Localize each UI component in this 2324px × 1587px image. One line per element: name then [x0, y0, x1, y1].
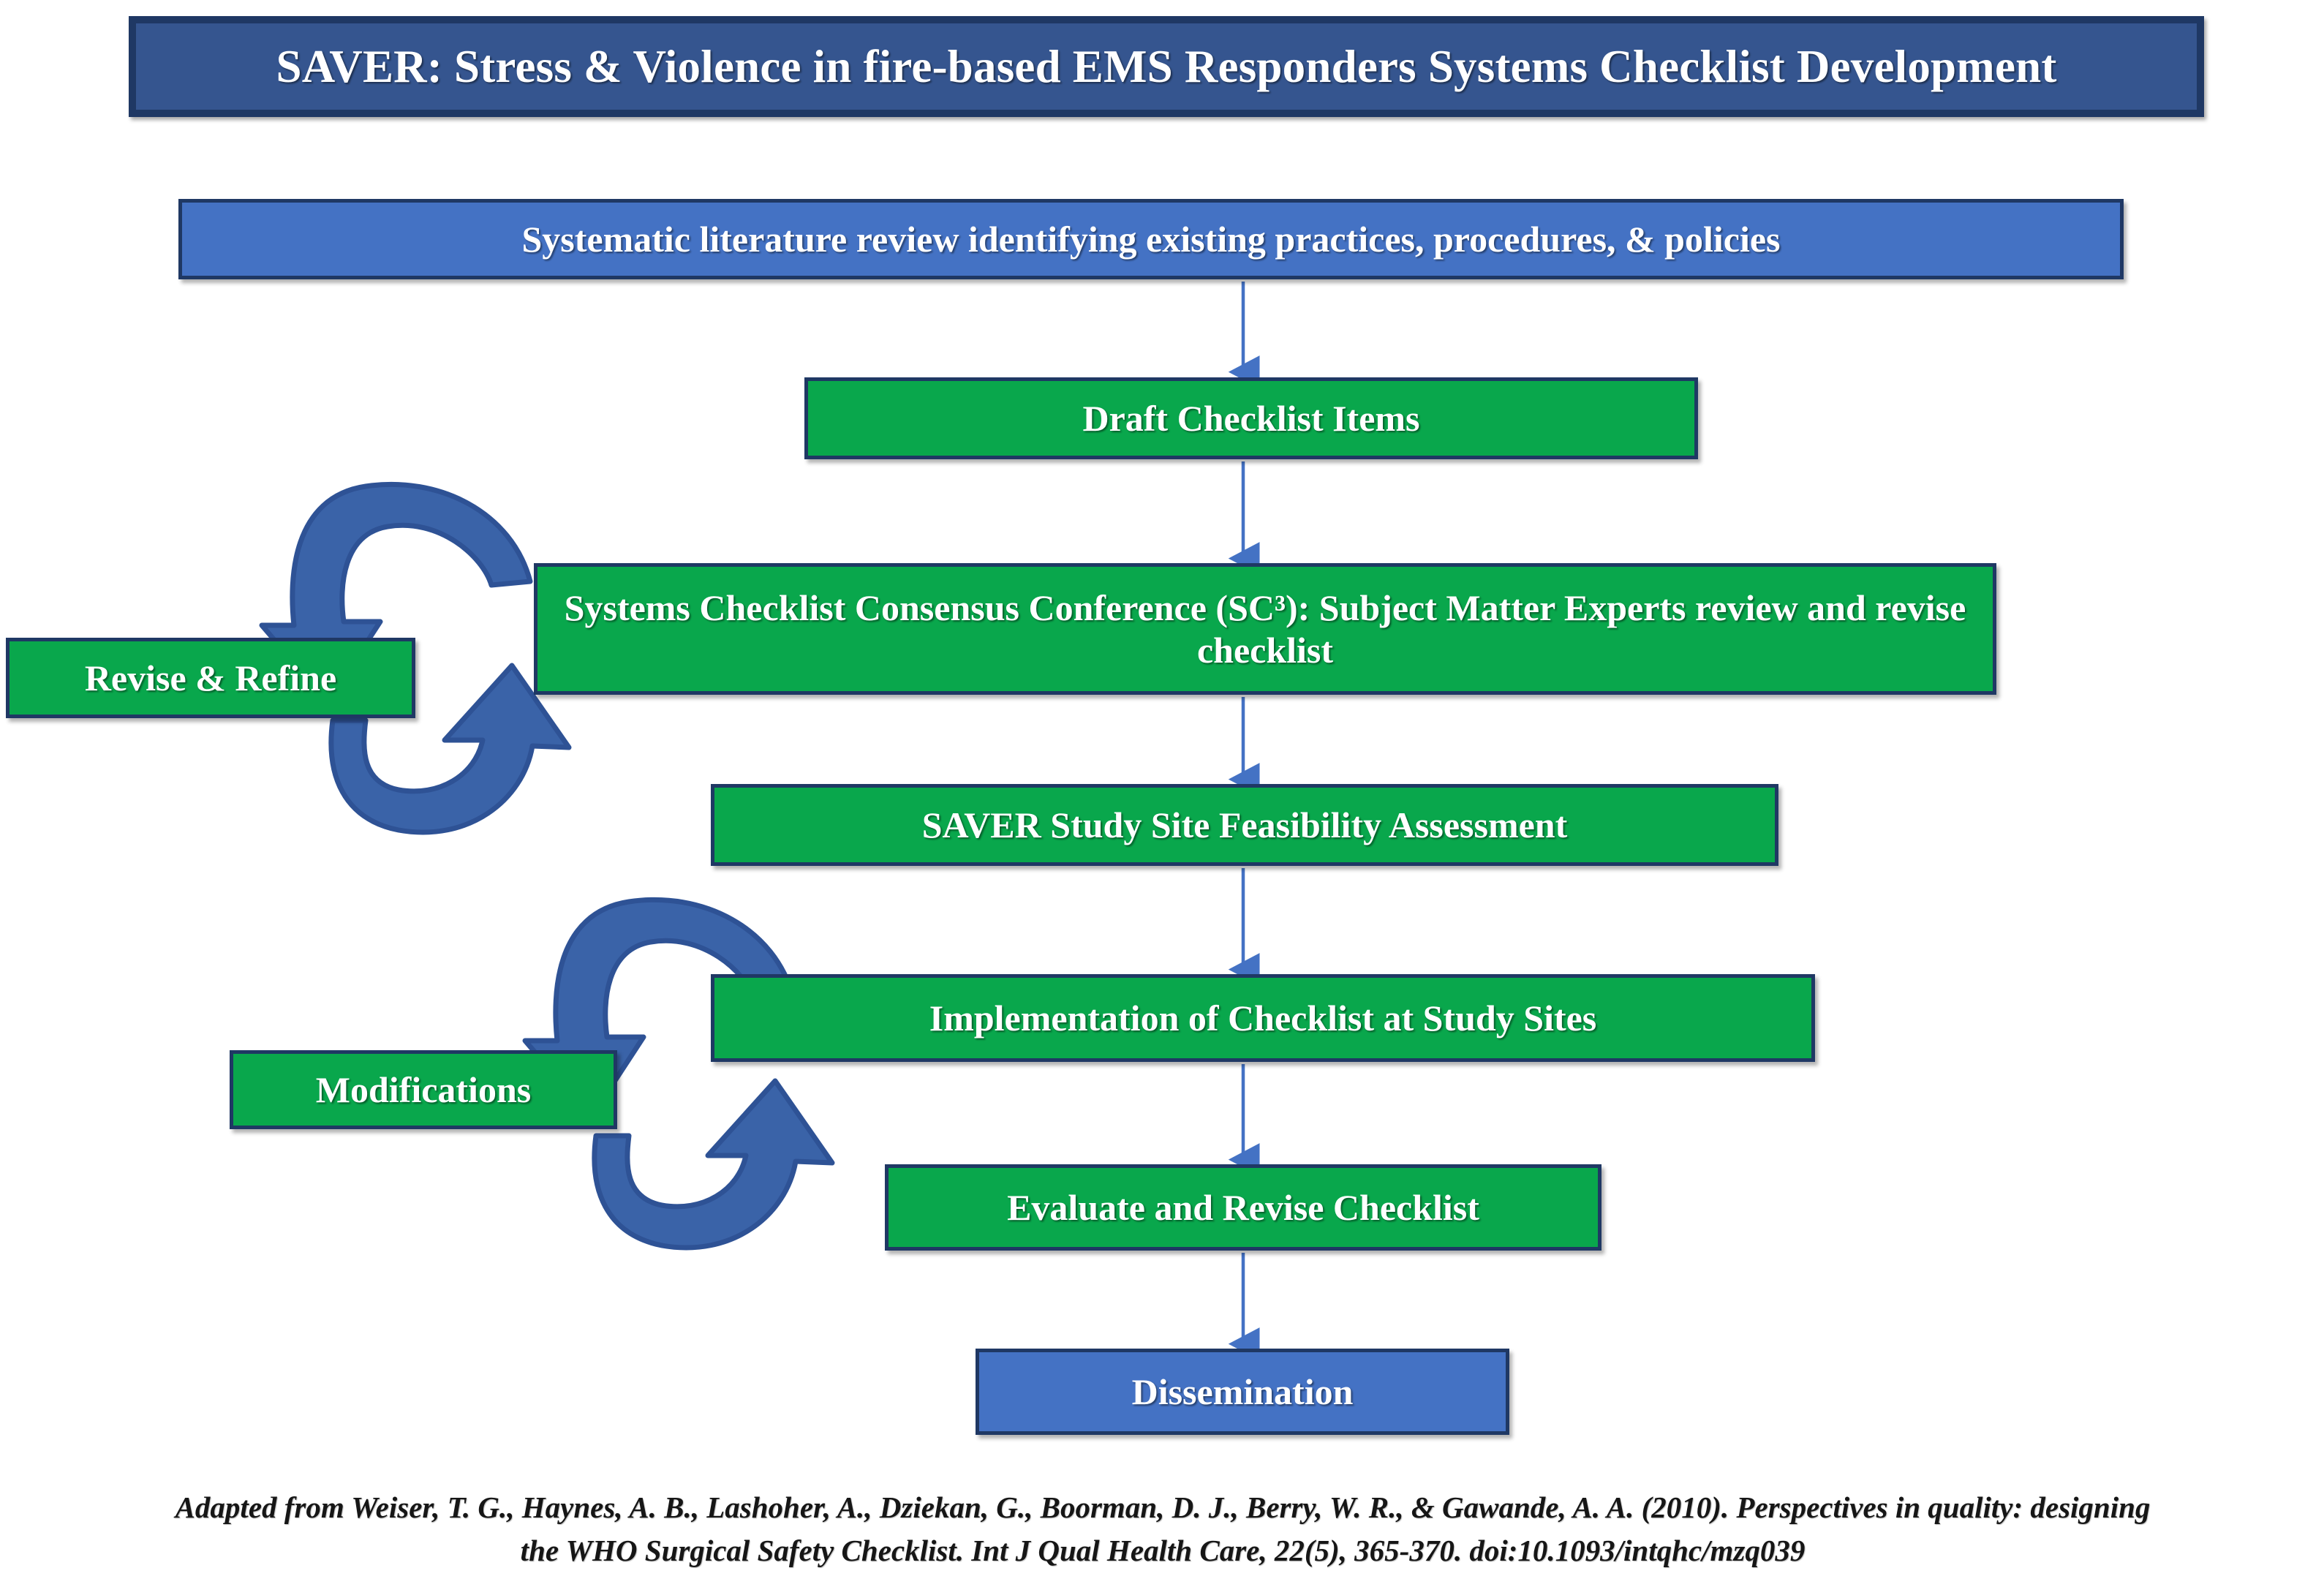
node-label: Draft Checklist Items: [1082, 397, 1420, 439]
node-revise-and-refine[interactable]: Revise & Refine: [6, 638, 415, 718]
node-label: Modifications: [315, 1068, 532, 1110]
page-title: SAVER: Stress & Violence in fire-based E…: [276, 40, 2057, 92]
node-evaluate-and-revise-checklist[interactable]: Evaluate and Revise Checklist: [885, 1164, 1601, 1251]
citation-line-2: the WHO Surgical Safety Checklist. Int J…: [520, 1534, 1806, 1568]
node-dissemination[interactable]: Dissemination: [976, 1349, 1509, 1435]
node-label: Systems Checklist Consensus Conference (…: [564, 587, 1966, 671]
page-title-banner: SAVER: Stress & Violence in fire-based E…: [129, 16, 2204, 117]
node-draft-checklist-items[interactable]: Draft Checklist Items: [804, 377, 1698, 459]
cycle-arrow-to-implementation: [592, 1078, 835, 1251]
node-label: Implementation of Checklist at Study Sit…: [929, 997, 1597, 1038]
node-implementation-of-checklist-at-study-sites[interactable]: Implementation of Checklist at Study Sit…: [711, 974, 1815, 1062]
node-systems-checklist-consensus-conference[interactable]: Systems Checklist Consensus Conference (…: [534, 563, 1996, 695]
node-systematic-literature-review[interactable]: Systematic literature review identifying…: [178, 199, 2124, 279]
node-modifications[interactable]: Modifications: [230, 1050, 617, 1129]
node-saver-study-site-feasibility-assessment[interactable]: SAVER Study Site Feasibility Assessment: [711, 784, 1778, 866]
node-label: Dissemination: [1131, 1371, 1354, 1412]
node-label: SAVER Study Site Feasibility Assessment: [921, 804, 1568, 845]
node-label: Revise & Refine: [84, 657, 337, 698]
citation: Adapted from Weiser, T. G., Haynes, A. B…: [110, 1486, 2216, 1573]
node-label: Evaluate and Revise Checklist: [1007, 1186, 1479, 1228]
node-label: Systematic literature review identifying…: [521, 218, 1781, 260]
citation-line-1: Adapted from Weiser, T. G., Haynes, A. B…: [175, 1490, 2151, 1524]
